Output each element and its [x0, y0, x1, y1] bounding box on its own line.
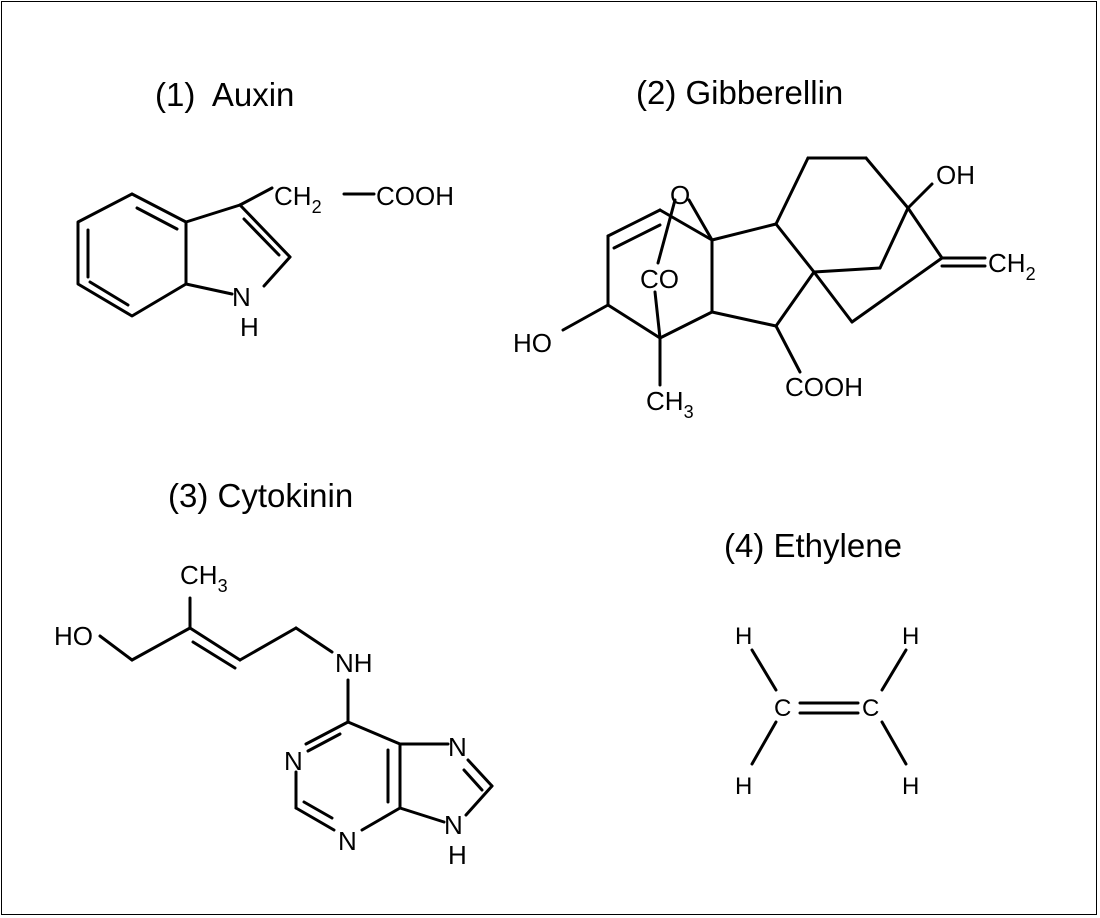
ethylene-ch-bond-3 — [750, 720, 778, 766]
ethylene-h4-label: H — [902, 773, 919, 800]
ethylene-ch-bond-1 — [750, 648, 778, 692]
cytokinin-nh-label: NH — [335, 648, 373, 678]
auxin-benzene-ring — [76, 192, 188, 318]
auxin-pyrrole-ring — [184, 203, 292, 296]
gibberellin-lactone-bridge — [653, 198, 714, 340]
gibberellin-ch3-label: CH3 — [646, 386, 694, 422]
cytokinin-n9-label: N — [444, 810, 463, 840]
cytokinin-ch3-label: CH3 — [180, 560, 228, 596]
gibberellin-ring-c — [710, 222, 816, 328]
cytokinin-pyrimidine-ring — [294, 720, 402, 832]
ethylene-structure: C C H H H H — [735, 623, 919, 800]
ethylene-h3-label: H — [735, 773, 752, 800]
gibberellin-structure: O OH CH2 CO HO CH3 COOH — [513, 156, 1036, 422]
cytokinin-side-chain — [98, 596, 334, 670]
ethylene-h2-label: H — [902, 623, 919, 650]
gibberellin-oh-bond — [906, 182, 934, 210]
gibberellin-title: (2) Gibberellin — [636, 74, 844, 111]
cytokinin-structure: CH3 HO NH — [54, 560, 494, 870]
ethylene-title: (4) Ethylene — [724, 527, 902, 564]
gibberellin-oh-label: OH — [936, 160, 975, 190]
auxin-ch2-label: CH2 — [274, 181, 322, 217]
auxin-title: (1) Auxin — [155, 76, 295, 113]
cytokinin-ho-label: HO — [54, 621, 93, 651]
gibberellin-ho-bond — [561, 303, 610, 332]
auxin-h-label: H — [240, 312, 259, 342]
ethylene-ch-bond-4 — [880, 720, 908, 766]
auxin-n-label: N — [232, 282, 251, 312]
ethylene-h1-label: H — [735, 623, 752, 650]
gibberellin-ho-label: HO — [513, 328, 552, 358]
gibberellin-co-label: CO — [640, 264, 679, 294]
gibberellin-ring-d — [774, 156, 910, 274]
ethylene-ch-bond-2 — [880, 648, 908, 692]
cytokinin-n3-label: N — [338, 826, 357, 856]
ethylene-c2-label: C — [862, 695, 879, 722]
cytokinin-h9-label: H — [448, 840, 467, 870]
cytokinin-n1-label: N — [284, 746, 303, 776]
cytokinin-n7-label: N — [448, 732, 467, 762]
gibberellin-bridge-ring — [812, 206, 944, 324]
auxin-side-chain-bond — [238, 186, 274, 207]
cytokinin-title: (3) Cytokinin — [168, 477, 354, 514]
cytokinin-imidazole-ring — [386, 742, 494, 824]
gibberellin-cooh-label: COOH — [785, 372, 863, 402]
gibberellin-ch2-label: CH2 — [988, 248, 1036, 284]
auxin-structure: CH2 COOH N H — [76, 181, 454, 342]
gibberellin-cooh-bond — [774, 324, 802, 374]
gibberellin-o-label: O — [670, 180, 690, 210]
auxin-cooh-label: COOH — [376, 181, 454, 211]
gibberellin-ring-a — [606, 208, 714, 340]
ethylene-c1-label: C — [774, 695, 791, 722]
